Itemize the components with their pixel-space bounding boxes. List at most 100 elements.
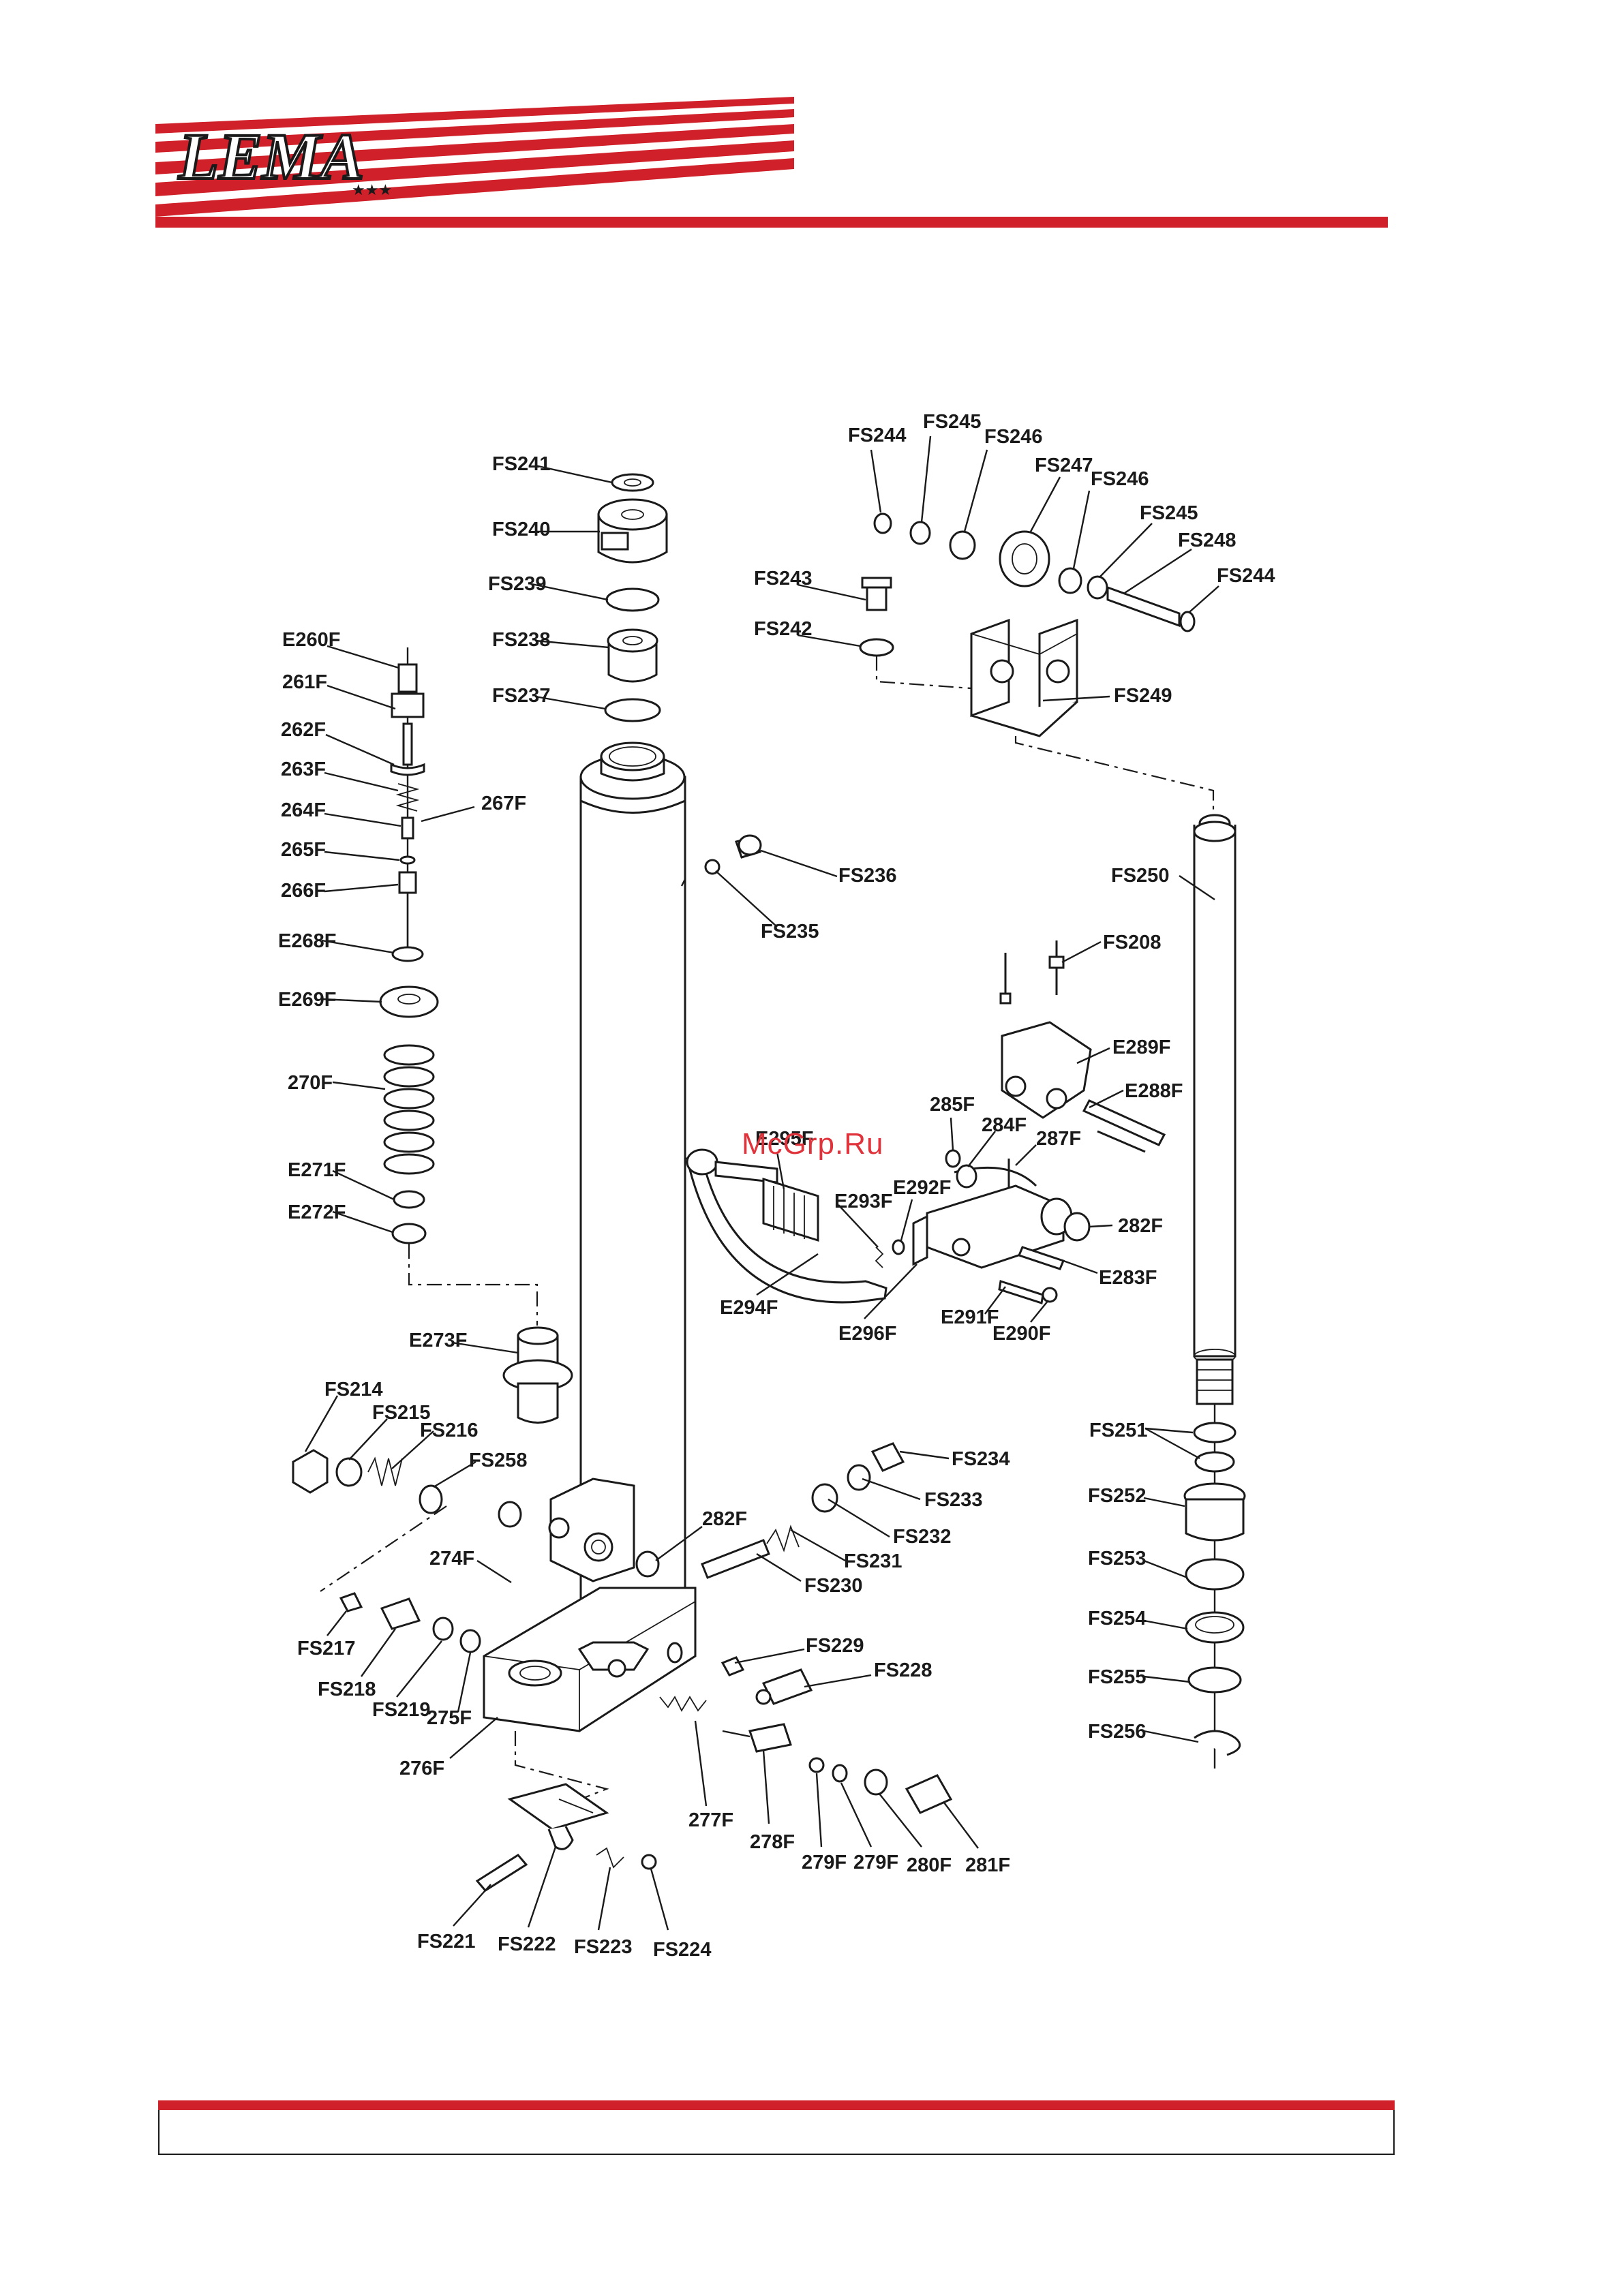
label-e296f: E296F xyxy=(838,1323,896,1345)
label-e283f: E283F xyxy=(1099,1267,1157,1289)
label-fs221: FS221 xyxy=(417,1931,475,1953)
label-265f: 265F xyxy=(281,839,326,861)
label-fs239: FS239 xyxy=(488,573,546,595)
label-e289f: E289F xyxy=(1112,1037,1170,1058)
release-handle xyxy=(686,1148,905,1304)
label-fs244-top: FS244 xyxy=(848,425,906,446)
top-roller-assembly xyxy=(859,512,1215,811)
label-fs244-right: FS244 xyxy=(1217,565,1275,587)
label-fs224: FS224 xyxy=(653,1939,711,1961)
label-e294f: E294F xyxy=(720,1297,778,1319)
overload-valve-left xyxy=(292,1449,481,1653)
label-fs247: FS247 xyxy=(1035,455,1093,476)
label-fs232: FS232 xyxy=(893,1526,951,1548)
label-267f: 267F xyxy=(481,793,526,814)
label-e288f: E288F xyxy=(1125,1080,1183,1102)
label-274f: 274F xyxy=(429,1548,474,1570)
label-fs250: FS250 xyxy=(1111,865,1169,887)
label-280f: 280F xyxy=(907,1854,952,1876)
label-282f-left: 282F xyxy=(702,1508,747,1530)
label-fs234: FS234 xyxy=(952,1448,1010,1470)
footer-rule xyxy=(158,2100,1395,2110)
main-cylinder xyxy=(579,473,686,1644)
label-e290f: E290F xyxy=(992,1323,1050,1345)
label-e260f: E260F xyxy=(282,629,340,651)
label-e295f: E295F xyxy=(755,1128,813,1150)
label-262f: 262F xyxy=(281,719,326,741)
pump-base-block xyxy=(483,1587,697,1732)
label-fs246-right: FS246 xyxy=(1091,468,1149,490)
part-labels: FS241 FS240 FS239 FS238 FS237 FS244 FS24… xyxy=(278,411,1275,1961)
label-261f: 261F xyxy=(282,671,327,693)
leader-lines xyxy=(304,435,1219,1931)
watermark-text: McGrp.Ru xyxy=(742,1127,884,1161)
bleed-screw xyxy=(704,834,762,875)
label-fs235: FS235 xyxy=(761,921,819,943)
left-valve-stack xyxy=(379,647,539,1326)
label-264f: 264F xyxy=(281,799,326,821)
label-e291f: E291F xyxy=(941,1306,999,1328)
label-e269f: E269F xyxy=(278,989,336,1011)
label-fs256: FS256 xyxy=(1088,1721,1146,1743)
label-fs236: FS236 xyxy=(838,865,896,887)
label-fs215: FS215 xyxy=(372,1402,430,1424)
footer-box xyxy=(158,2110,1395,2155)
label-fs208: FS208 xyxy=(1103,932,1161,953)
label-e272f: E272F xyxy=(288,1201,346,1223)
label-281f: 281F xyxy=(965,1854,1010,1876)
label-fs233: FS233 xyxy=(924,1489,982,1511)
label-270f: 270F xyxy=(288,1072,333,1094)
label-fs248: FS248 xyxy=(1178,530,1236,551)
label-fs253: FS253 xyxy=(1088,1548,1146,1570)
label-fs241: FS241 xyxy=(492,453,550,475)
label-fs246-top: FS246 xyxy=(984,426,1042,448)
label-276f: 276F xyxy=(399,1758,444,1779)
label-fs245-top: FS245 xyxy=(923,411,981,433)
label-fs243: FS243 xyxy=(754,568,812,590)
label-fs240: FS240 xyxy=(492,519,550,540)
label-fs237: FS237 xyxy=(492,685,550,707)
label-275f: 275F xyxy=(427,1707,472,1729)
label-263f: 263F xyxy=(281,759,326,780)
label-fs218: FS218 xyxy=(318,1679,376,1700)
check-valve-fitting xyxy=(502,1326,573,1424)
label-fs249: FS249 xyxy=(1114,685,1172,707)
lower-piston-row xyxy=(659,1696,953,1814)
label-fs230: FS230 xyxy=(804,1575,862,1597)
label-287f: 287F xyxy=(1036,1128,1081,1150)
label-285f: 285F xyxy=(930,1094,975,1116)
label-fs251: FS251 xyxy=(1089,1420,1147,1441)
label-fs252: FS252 xyxy=(1088,1485,1146,1507)
label-e293f: E293F xyxy=(834,1191,892,1212)
label-fs214: FS214 xyxy=(324,1379,382,1400)
label-fs255: FS255 xyxy=(1088,1666,1146,1688)
foot-pedal xyxy=(475,1731,657,1892)
label-278f: 278F xyxy=(750,1831,795,1853)
logo-stars: ★★★ xyxy=(352,182,392,199)
label-fs222: FS222 xyxy=(498,1933,556,1955)
label-fs219: FS219 xyxy=(372,1699,430,1721)
label-fs223: FS223 xyxy=(574,1936,632,1958)
lema-header-logo: LEMA ★★★ xyxy=(155,97,1388,228)
label-282f-right: 282F xyxy=(1118,1215,1163,1237)
label-279f-left: 279F xyxy=(802,1852,847,1873)
label-fs245-right: FS245 xyxy=(1140,502,1198,524)
label-279f-right: 279F xyxy=(853,1852,898,1873)
header-rule xyxy=(155,217,1388,228)
lifting-rod xyxy=(1193,814,1237,1769)
label-fs231: FS231 xyxy=(844,1550,902,1572)
label-fs217: FS217 xyxy=(297,1638,355,1659)
label-284f: 284F xyxy=(982,1114,1027,1136)
handle-socket-assembly xyxy=(912,940,1166,1304)
right-seal-stack xyxy=(1183,1422,1246,1756)
label-266f: 266F xyxy=(281,880,326,902)
logo-stripes xyxy=(155,97,794,217)
label-fs229: FS229 xyxy=(806,1635,864,1657)
label-fs254: FS254 xyxy=(1088,1608,1146,1629)
label-fs228: FS228 xyxy=(874,1659,932,1681)
label-e273f: E273F xyxy=(409,1330,467,1351)
label-fs216: FS216 xyxy=(420,1420,478,1441)
label-fs242: FS242 xyxy=(754,618,812,640)
label-e268f: E268F xyxy=(278,930,336,952)
